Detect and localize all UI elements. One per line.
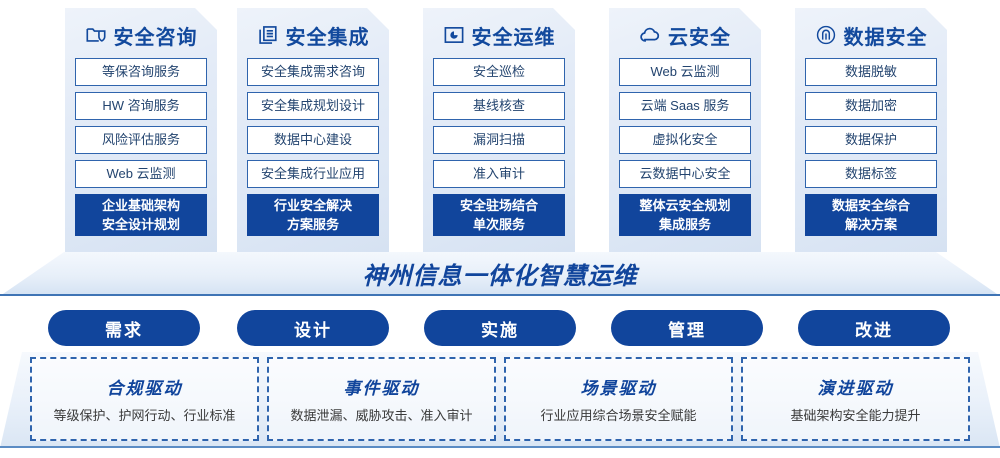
pillar-summary-card[interactable]: 数据安全综合 解决方案 — [805, 194, 937, 236]
driver-card-compliance[interactable]: 合规驱动 等级保护、护网行动、行业标准 — [30, 357, 259, 441]
fingerprint-icon — [815, 24, 837, 46]
service-pillar-cloud-security[interactable]: 云安全 Web 云监测 云端 Saas 服务 虚拟化安全 云数据中心安全 整体云… — [609, 8, 761, 252]
folder-shield-icon — [85, 24, 107, 46]
pillar-service-list: 等保咨询服务 HW 咨询服务 风险评估服务 Web 云监测 — [65, 58, 217, 188]
pillar-title: 云安全 — [668, 26, 731, 49]
pillar-summary-card[interactable]: 行业安全解决 方案服务 — [247, 194, 379, 236]
lifecycle-phase-row: 需求 设计 实施 管理 改进 — [0, 310, 1000, 346]
list-item[interactable]: 数据标签 — [805, 160, 937, 188]
pillar-header: 安全运维 — [423, 12, 575, 58]
list-item[interactable]: 云端 Saas 服务 — [619, 92, 751, 120]
summary-line: 安全驻场结合 — [459, 198, 538, 213]
pillar-service-list: 数据脱敏 数据加密 数据保护 数据标签 — [795, 58, 947, 188]
service-pillar-security-operations[interactable]: 安全运维 安全巡检 基线核查 漏洞扫描 准入审计 安全驻场结合 单次服务 — [423, 8, 575, 252]
list-item[interactable]: Web 云监测 — [619, 58, 751, 86]
driver-title: 场景驱动 — [580, 379, 657, 398]
list-item[interactable]: 安全集成需求咨询 — [247, 58, 379, 86]
phase-pill-management[interactable]: 管理 — [611, 310, 763, 346]
list-item[interactable]: 数据保护 — [805, 126, 937, 154]
summary-line: 解决方案 — [844, 217, 897, 232]
cloud-icon — [639, 24, 661, 46]
list-item[interactable]: 基线核查 — [433, 92, 565, 120]
service-pillar-security-consulting[interactable]: 安全咨询 等保咨询服务 HW 咨询服务 风险评估服务 Web 云监测 企业基础架… — [65, 8, 217, 252]
pillar-header: 云安全 — [609, 12, 761, 58]
summary-line: 整体云安全规划 — [639, 198, 731, 213]
phase-pill-improvement[interactable]: 改进 — [798, 310, 950, 346]
drivers-underline — [0, 446, 1000, 448]
list-item[interactable]: 虚拟化安全 — [619, 126, 751, 154]
list-item[interactable]: 等保咨询服务 — [75, 58, 207, 86]
list-item[interactable]: 漏洞扫描 — [433, 126, 565, 154]
service-pillars-row: 安全咨询 等保咨询服务 HW 咨询服务 风险评估服务 Web 云监测 企业基础架… — [0, 0, 1000, 256]
list-item[interactable]: 安全集成行业应用 — [247, 160, 379, 188]
phase-pill-requirements[interactable]: 需求 — [48, 310, 200, 346]
driver-card-scenario[interactable]: 场景驱动 行业应用综合场景安全赋能 — [504, 357, 733, 441]
summary-line: 行业安全解决 — [273, 198, 352, 213]
pillar-summary-card[interactable]: 安全驻场结合 单次服务 — [433, 194, 565, 236]
list-item[interactable]: 数据加密 — [805, 92, 937, 120]
monitor-chart-icon — [443, 24, 465, 46]
pillar-summary-card[interactable]: 企业基础架构 安全设计规划 — [75, 194, 207, 236]
pillar-title: 数据安全 — [843, 26, 928, 49]
pillar-title: 安全集成 — [285, 26, 370, 49]
summary-line: 数据安全综合 — [831, 198, 910, 213]
list-item[interactable]: 准入审计 — [433, 160, 565, 188]
pillar-title: 安全运维 — [471, 26, 556, 49]
list-item[interactable]: 安全集成规划设计 — [247, 92, 379, 120]
phase-pill-implementation[interactable]: 实施 — [424, 310, 576, 346]
driver-title: 事件驱动 — [343, 379, 420, 398]
driver-card-evolution[interactable]: 演进驱动 基础架构安全能力提升 — [741, 357, 970, 441]
list-item[interactable]: Web 云监测 — [75, 160, 207, 188]
pillar-header: 安全咨询 — [65, 12, 217, 58]
driver-title: 合规驱动 — [106, 379, 183, 398]
driver-card-incident[interactable]: 事件驱动 数据泄漏、威胁攻击、准入审计 — [267, 357, 496, 441]
list-item[interactable]: 数据脱敏 — [805, 58, 937, 86]
summary-line: 安全设计规划 — [101, 217, 180, 232]
driver-description: 等级保护、护网行动、行业标准 — [53, 408, 236, 423]
drivers-row: 合规驱动 等级保护、护网行动、行业标准 事件驱动 数据泄漏、威胁攻击、准入审计 … — [0, 357, 1000, 441]
banner-underline — [0, 294, 1000, 296]
platform-banner-shape — [0, 252, 1000, 296]
pillar-service-list: Web 云监测 云端 Saas 服务 虚拟化安全 云数据中心安全 — [609, 58, 761, 188]
list-item[interactable]: 安全巡检 — [433, 58, 565, 86]
driver-description: 基础架构安全能力提升 — [790, 408, 921, 423]
summary-line: 集成服务 — [658, 217, 711, 232]
driver-description: 数据泄漏、威胁攻击、准入审计 — [290, 408, 473, 423]
service-pillar-data-security[interactable]: 数据安全 数据脱敏 数据加密 数据保护 数据标签 数据安全综合 解决方案 — [795, 8, 947, 252]
driver-title: 演进驱动 — [817, 379, 894, 398]
pillar-header: 数据安全 — [795, 12, 947, 58]
pillar-title: 安全咨询 — [113, 26, 198, 49]
summary-line: 方案服务 — [286, 217, 339, 232]
service-pillar-security-integration[interactable]: 安全集成 安全集成需求咨询 安全集成规划设计 数据中心建设 安全集成行业应用 行… — [237, 8, 389, 252]
pillar-summary-card[interactable]: 整体云安全规划 集成服务 — [619, 194, 751, 236]
pillar-service-list: 安全巡检 基线核查 漏洞扫描 准入审计 — [423, 58, 575, 188]
stacked-documents-icon — [257, 24, 279, 46]
pillar-header: 安全集成 — [237, 12, 389, 58]
list-item[interactable]: 数据中心建设 — [247, 126, 379, 154]
pillar-service-list: 安全集成需求咨询 安全集成规划设计 数据中心建设 安全集成行业应用 — [237, 58, 389, 188]
platform-banner-title: 神州信息一体化智慧运维 — [362, 263, 638, 290]
list-item[interactable]: 云数据中心安全 — [619, 160, 751, 188]
summary-line: 企业基础架构 — [101, 198, 180, 213]
driver-description: 行业应用综合场景安全赋能 — [540, 408, 697, 423]
summary-line: 单次服务 — [472, 217, 525, 232]
list-item[interactable]: HW 咨询服务 — [75, 92, 207, 120]
list-item[interactable]: 风险评估服务 — [75, 126, 207, 154]
phase-pill-design[interactable]: 设计 — [237, 310, 389, 346]
